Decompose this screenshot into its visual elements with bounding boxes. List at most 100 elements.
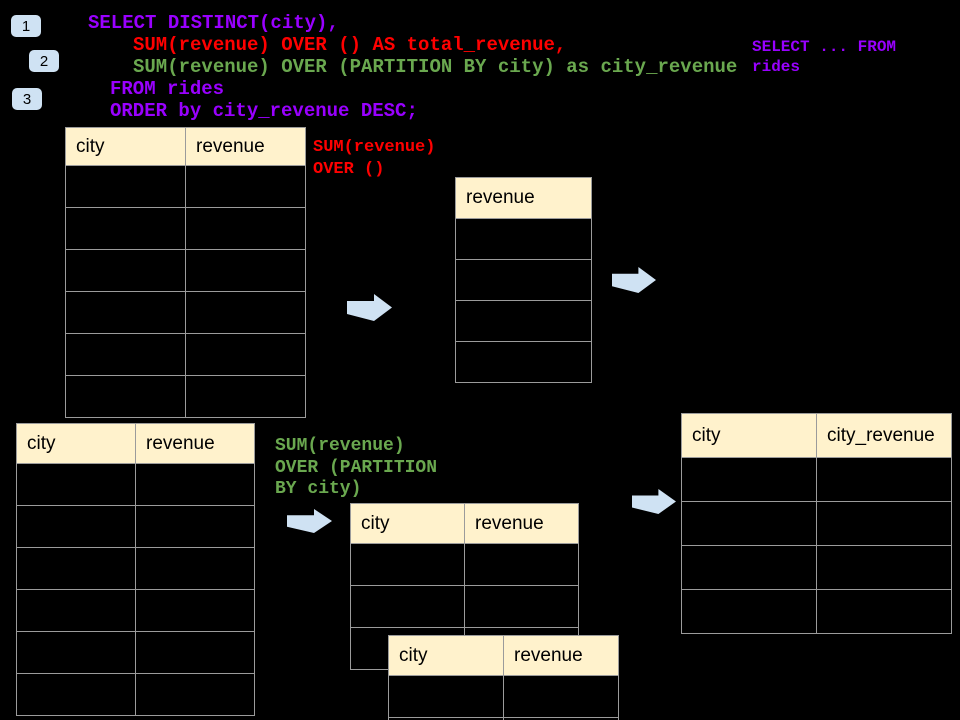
table-row [65, 165, 306, 208]
table-row [455, 259, 592, 301]
table-row [350, 585, 579, 628]
table-row [681, 545, 952, 590]
sql-code-line-city-revenue: SUM(revenue) OVER (PARTITION BY city) as… [133, 56, 738, 78]
empty-table-cell [135, 589, 255, 632]
empty-table-cell [16, 673, 136, 716]
empty-table-cell [16, 631, 136, 674]
annotation-total-line-2: OVER () [313, 160, 385, 179]
table-row [681, 589, 952, 634]
step-badge-2: 2 [29, 50, 59, 72]
table-row [16, 463, 255, 506]
empty-table-cell [816, 545, 952, 590]
column-header-revenue: revenue [185, 127, 306, 166]
empty-table-cell [65, 165, 186, 208]
column-header-city: city [681, 413, 817, 458]
table-row [350, 543, 579, 586]
empty-table-cell [135, 631, 255, 674]
column-header-city: city [388, 635, 504, 676]
empty-table-cell [135, 547, 255, 590]
right-arrow-icon [632, 489, 676, 514]
table-row [65, 249, 306, 292]
table-row [65, 375, 306, 418]
annotation-total-line-1: SUM(revenue) [313, 138, 436, 157]
empty-table-cell [464, 543, 579, 586]
empty-table-cell [681, 501, 817, 546]
sql-code-line-select: SELECT DISTINCT(city), [88, 12, 339, 34]
side-note-line-2: rides [752, 58, 801, 76]
table-row [681, 501, 952, 546]
empty-table-cell [350, 585, 465, 628]
annotation-partition-line-3: BY city) [275, 479, 362, 499]
annotation-partition-line-2: OVER (PARTITION [275, 458, 438, 478]
table-partition-front: city revenue [388, 635, 619, 720]
column-header-city: city [350, 503, 465, 544]
table-result-city-revenue: city city_revenue [681, 413, 952, 634]
table-row [16, 547, 255, 590]
column-header-city: city [16, 423, 136, 464]
empty-table-cell [455, 259, 592, 301]
empty-table-cell [135, 505, 255, 548]
empty-table-cell [816, 457, 952, 502]
table-row [16, 589, 255, 632]
table-row [455, 300, 592, 342]
table-row [16, 631, 255, 674]
empty-table-cell [455, 341, 592, 383]
empty-table-cell [65, 333, 186, 376]
table-source-top: city revenue [65, 127, 306, 418]
empty-table-cell [185, 165, 306, 208]
table-row [455, 218, 592, 260]
empty-table-cell [135, 673, 255, 716]
empty-table-cell [185, 375, 306, 418]
empty-table-cell [681, 545, 817, 590]
table-row [388, 675, 619, 718]
empty-table-cell [185, 291, 306, 334]
empty-table-cell [65, 249, 186, 292]
empty-table-cell [816, 501, 952, 546]
empty-table-cell [65, 207, 186, 250]
empty-table-cell [185, 249, 306, 292]
column-header-revenue: revenue [455, 177, 592, 219]
right-arrow-icon [287, 509, 332, 533]
table-revenue-only: revenue [455, 177, 592, 383]
empty-table-cell [816, 589, 952, 634]
sql-code-line-total-revenue: SUM(revenue) OVER () AS total_revenue, [133, 34, 567, 56]
sql-code-line-order-by: ORDER by city_revenue DESC; [110, 100, 418, 122]
table-row [16, 505, 255, 548]
sql-code-line-from: FROM rides [110, 78, 225, 100]
empty-table-cell [388, 675, 504, 718]
step-badge-3: 3 [12, 88, 42, 110]
annotation-partition-line-1: SUM(revenue) [275, 436, 405, 456]
empty-table-cell [185, 207, 306, 250]
empty-table-cell [185, 333, 306, 376]
table-row [16, 673, 255, 716]
empty-table-cell [455, 218, 592, 260]
empty-table-cell [681, 589, 817, 634]
empty-table-cell [503, 675, 619, 718]
empty-table-cell [65, 291, 186, 334]
right-arrow-icon [612, 267, 656, 293]
empty-table-cell [135, 463, 255, 506]
column-header-city-revenue: city_revenue [816, 413, 952, 458]
empty-table-cell [65, 375, 186, 418]
table-row [681, 457, 952, 502]
empty-table-cell [681, 457, 817, 502]
step-badge-1: 1 [11, 15, 41, 37]
side-note-line-1: SELECT ... FROM [752, 38, 897, 56]
table-row [65, 333, 306, 376]
table-row [65, 291, 306, 334]
table-row [65, 207, 306, 250]
table-partition-middle: city revenue [350, 503, 579, 670]
right-arrow-icon [347, 294, 392, 321]
empty-table-cell [455, 300, 592, 342]
table-row [388, 717, 619, 720]
empty-table-cell [503, 717, 619, 720]
column-header-revenue: revenue [464, 503, 579, 544]
column-header-city: city [65, 127, 186, 166]
empty-table-cell [16, 547, 136, 590]
empty-table-cell [16, 463, 136, 506]
empty-table-cell [350, 543, 465, 586]
table-row [455, 341, 592, 383]
column-header-revenue: revenue [135, 423, 255, 464]
empty-table-cell [16, 505, 136, 548]
